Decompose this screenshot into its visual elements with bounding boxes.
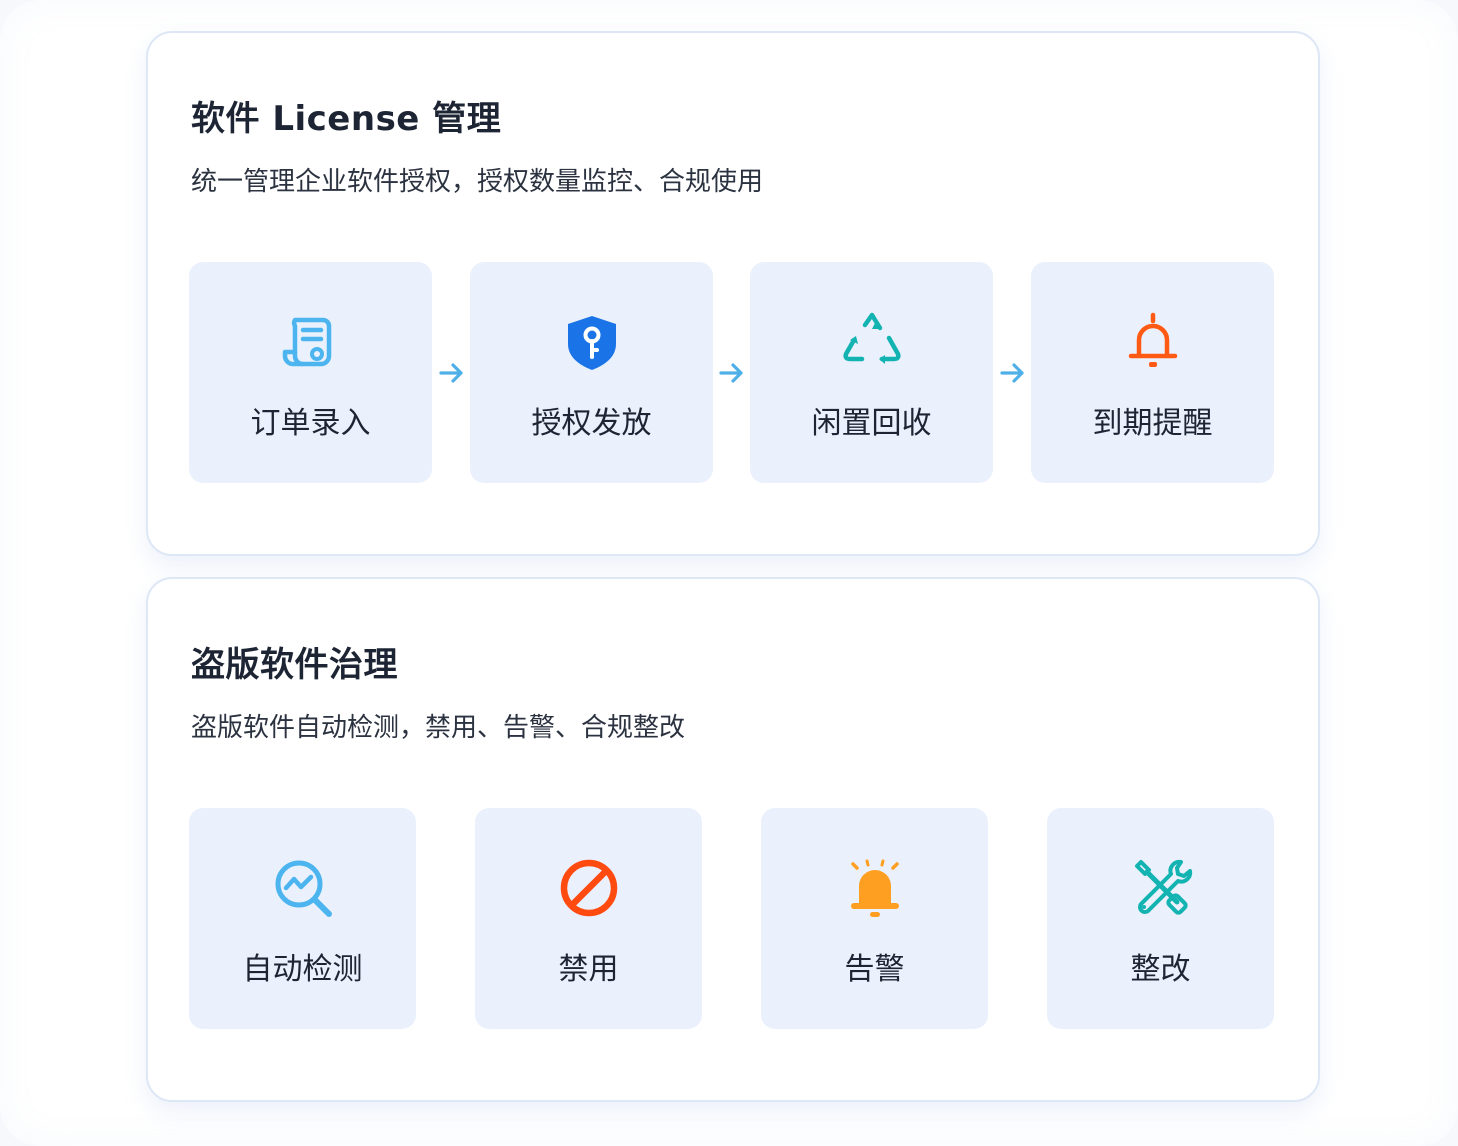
recycle-icon bbox=[840, 310, 904, 374]
step-label: 订单录入 bbox=[250, 406, 371, 441]
license-management-card: 软件 License 管理 统一管理企业软件授权，授权数量监控、合规使用 订单录… bbox=[146, 31, 1320, 556]
piracy-section-title: 盗版软件治理 bbox=[191, 645, 398, 685]
step-label: 禁用 bbox=[558, 952, 619, 987]
step-disable[interactable]: 禁用 bbox=[475, 808, 702, 1029]
step-label: 闲置回收 bbox=[811, 406, 932, 441]
step-label: 告警 bbox=[844, 952, 905, 987]
bell-icon bbox=[1121, 310, 1185, 374]
arrow-right-icon bbox=[438, 359, 466, 387]
step-auto-detection[interactable]: 自动检测 bbox=[189, 808, 416, 1029]
step-license-issuance[interactable]: 授权发放 bbox=[470, 262, 713, 483]
step-label: 到期提醒 bbox=[1092, 406, 1213, 441]
tools-icon bbox=[1129, 856, 1193, 920]
step-expiry-reminder[interactable]: 到期提醒 bbox=[1031, 262, 1274, 483]
step-label: 整改 bbox=[1130, 952, 1191, 987]
shield-key-icon bbox=[560, 310, 624, 374]
step-rectify[interactable]: 整改 bbox=[1047, 808, 1274, 1029]
step-order-entry[interactable]: 订单录入 bbox=[189, 262, 432, 483]
step-alert[interactable]: 告警 bbox=[761, 808, 988, 1029]
license-section-title: 软件 License 管理 bbox=[191, 99, 502, 139]
step-label: 授权发放 bbox=[531, 406, 652, 441]
search-trend-icon bbox=[271, 856, 335, 920]
step-label: 自动检测 bbox=[242, 952, 363, 987]
piracy-section-description: 盗版软件自动检测，禁用、告警、合规整改 bbox=[191, 713, 686, 743]
alarm-bell-icon bbox=[843, 856, 907, 920]
step-idle-recycle[interactable]: 闲置回收 bbox=[750, 262, 993, 483]
arrow-right-icon bbox=[999, 359, 1027, 387]
arrow-right-icon bbox=[718, 359, 746, 387]
piracy-governance-card: 盗版软件治理 盗版软件自动检测，禁用、告警、合规整改 自动检测 禁用 bbox=[146, 577, 1320, 1102]
prohibited-icon bbox=[557, 856, 621, 920]
license-section-description: 统一管理企业软件授权，授权数量监控、合规使用 bbox=[191, 167, 764, 197]
order-document-icon bbox=[279, 310, 343, 374]
